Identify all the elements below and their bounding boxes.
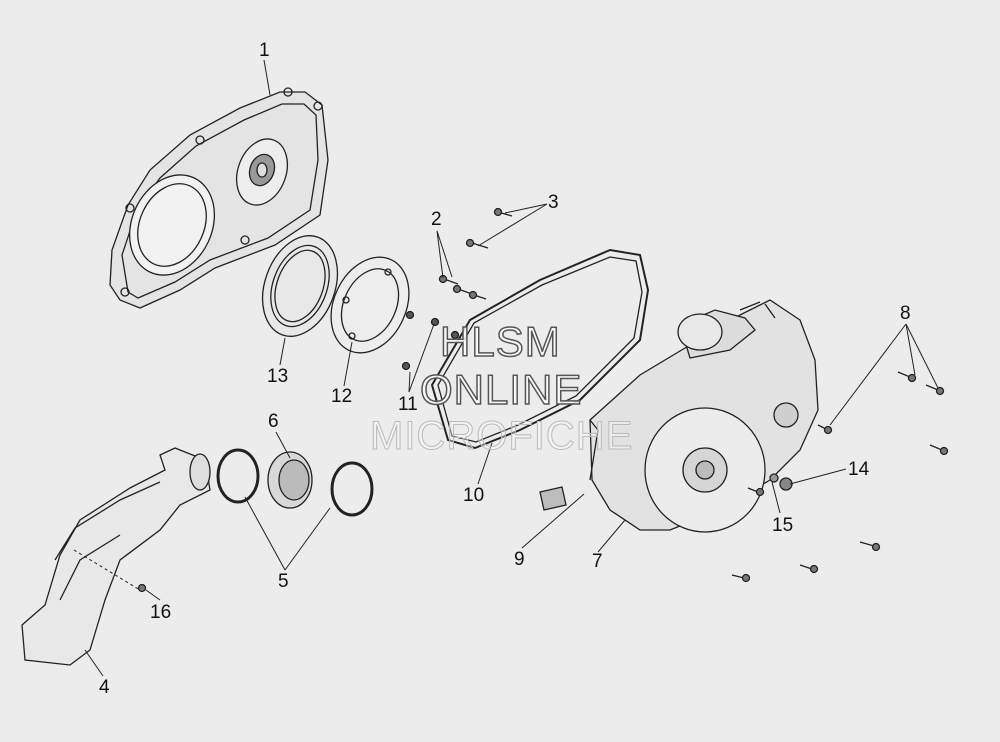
callout-4: 4 (99, 677, 110, 698)
part-screws-11 (401, 310, 460, 371)
part-bolts-8 (731, 371, 949, 583)
part-inner-cover (109, 87, 329, 309)
callout-15: 15 (772, 515, 794, 536)
callout-14: 14 (848, 459, 870, 480)
callout-9: 9 (514, 549, 525, 570)
callout-1: 1 (259, 40, 270, 61)
watermark-line-3: MICROFICHE (369, 414, 634, 459)
part-bolts-2-3 (438, 207, 513, 300)
callout-2: 2 (431, 209, 442, 230)
part-intake-duct (21, 447, 211, 666)
part-nut-14 (779, 477, 793, 491)
callout-6: 6 (268, 411, 279, 432)
part-washer-15 (769, 473, 779, 483)
part-coupler (267, 451, 313, 509)
leader-lines (73, 59, 939, 677)
callout-10: 10 (463, 485, 485, 506)
part-clamps (216, 448, 374, 517)
watermark-line-2: ONLINE (419, 365, 583, 414)
callout-5: 5 (278, 571, 289, 592)
callout-13: 13 (267, 366, 289, 387)
part-outer-cover (589, 299, 819, 533)
part-screw-16 (137, 583, 147, 593)
callout-12: 12 (331, 386, 353, 407)
part-drive-belt (430, 248, 650, 450)
callout-8: 8 (900, 303, 911, 324)
part-seal-ring (261, 235, 339, 337)
callout-11: 11 (398, 394, 418, 415)
part-decal (539, 486, 567, 511)
callout-7: 7 (592, 551, 603, 572)
part-plate (330, 256, 410, 354)
callout-3: 3 (548, 192, 559, 213)
watermark-line-1: HLSM (439, 317, 561, 366)
callout-16: 16 (150, 602, 172, 623)
